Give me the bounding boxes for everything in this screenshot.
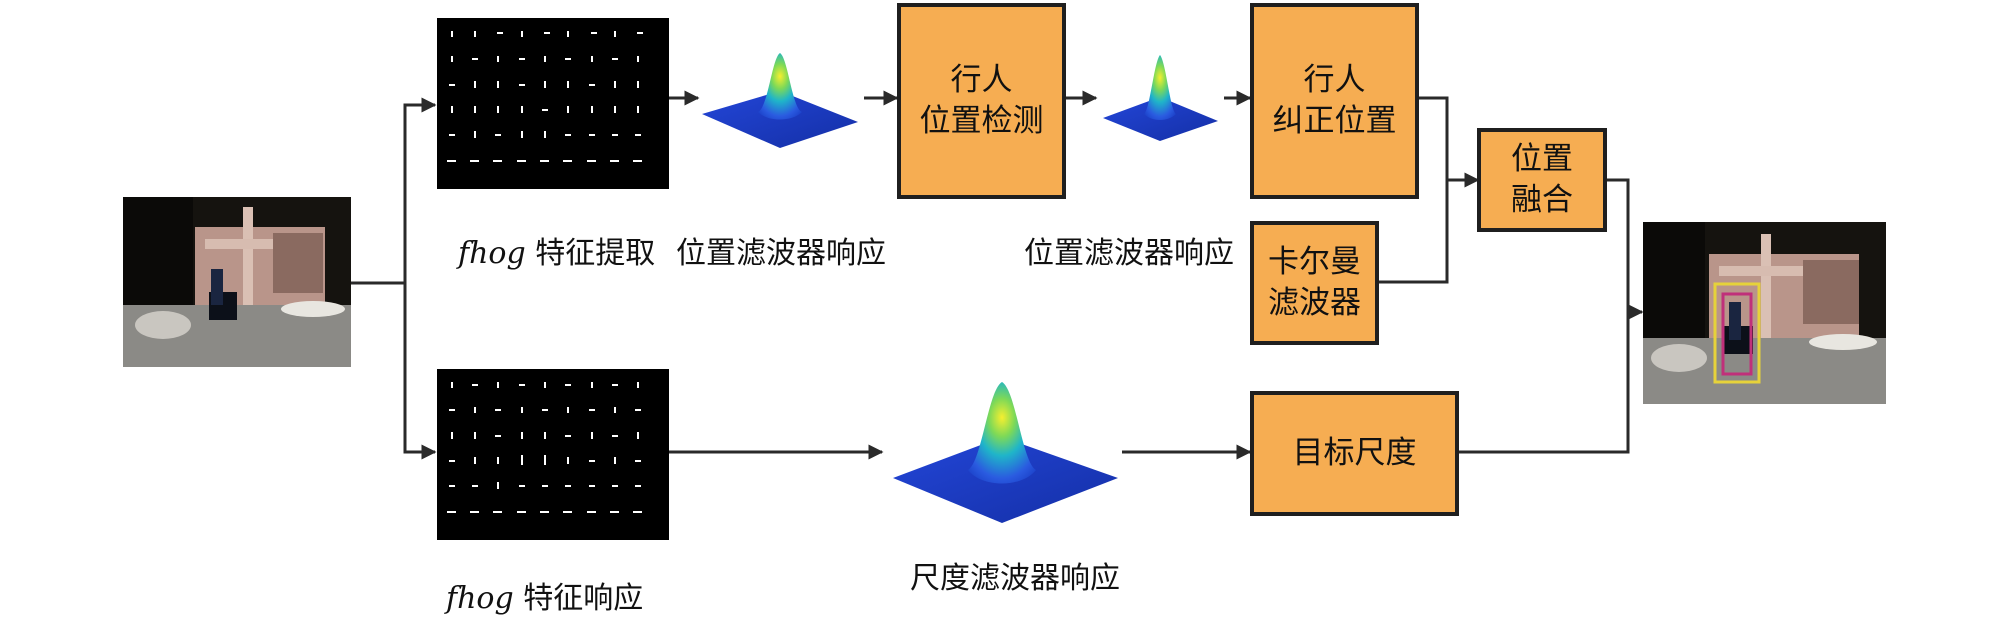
box-position-fusion-line1: 位置	[1511, 141, 1573, 177]
bbox-magenta	[1721, 292, 1753, 376]
caption-position-filter-response-2: 位置滤波器响应	[1024, 236, 1234, 271]
arrow-to-fhog-bottom	[403, 283, 437, 460]
caption-fhog-prefix-bottom: fhog	[446, 581, 514, 616]
box-kalman-filter-line2: 滤波器	[1268, 285, 1361, 321]
caption-fhog-label-bottom: 特征响应	[523, 581, 644, 616]
line-correct-to-fusion	[1419, 96, 1480, 188]
gaussian-response-icon-2	[1103, 55, 1218, 141]
caption-fhog-feature-response: fhog 特征响应	[446, 573, 643, 617]
box-target-scale: 目标尺度	[1250, 391, 1459, 516]
box-pedestrian-detection: 行人 位置检测	[897, 3, 1066, 199]
box-position-fusion: 位置 融合	[1477, 128, 1607, 232]
caption-position-filter-response-1: 位置滤波器响应	[676, 236, 886, 271]
line-kalman-to-fusion	[1378, 180, 1449, 284]
box-position-fusion-line2: 融合	[1511, 182, 1573, 218]
arrow-to-fhog-top	[403, 97, 437, 283]
caption-fhog-label-top: 特征提取	[535, 236, 656, 271]
box-pedestrian-correction-line1: 行人	[1303, 62, 1366, 98]
box-pedestrian-detection-line1: 行人	[950, 62, 1013, 98]
caption-fhog-feature-extraction: fhog 特征提取	[458, 228, 655, 272]
box-target-scale-label: 目标尺度	[1292, 435, 1417, 471]
gaussian-response-icon-1	[702, 53, 858, 148]
connectors	[350, 90, 1644, 460]
output-image-with-bbox	[1643, 222, 1886, 404]
box-pedestrian-correction-line2: 纠正位置	[1272, 103, 1397, 139]
bbox-yellow	[1713, 282, 1761, 384]
line-fusion-to-output	[1606, 178, 1644, 320]
input-image	[123, 197, 351, 367]
gaussian-response-icon-scale	[893, 382, 1118, 523]
caption-fhog-prefix-top: fhog	[458, 236, 526, 271]
caption-scale-filter-response: 尺度滤波器响应	[910, 561, 1120, 596]
box-pedestrian-correction: 行人 纠正位置	[1250, 3, 1419, 199]
line-scale-to-output	[1458, 312, 1630, 454]
box-pedestrian-detection-line2: 位置检测	[919, 103, 1044, 139]
fhog-feature-map-top-icon	[437, 18, 669, 189]
fhog-feature-map-bottom-icon	[437, 369, 669, 540]
box-kalman-filter: 卡尔曼 滤波器	[1250, 221, 1379, 345]
box-kalman-filter-line1: 卡尔曼	[1268, 244, 1361, 280]
